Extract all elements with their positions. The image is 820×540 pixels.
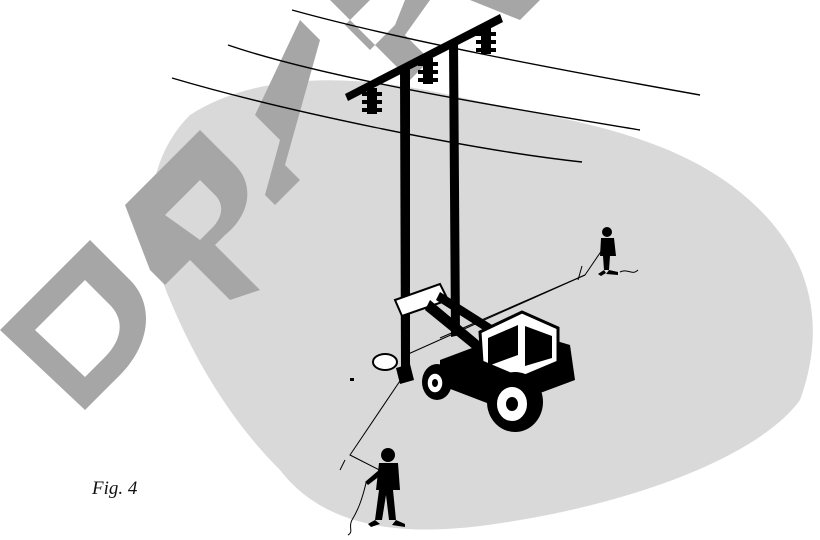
guy-ropes bbox=[339, 249, 603, 479]
guy-rope-icon bbox=[339, 459, 346, 471]
insulator-icon bbox=[362, 88, 382, 114]
lineman-icon bbox=[347, 448, 405, 536]
insulator-icon bbox=[418, 58, 438, 84]
power-lines bbox=[171, 9, 701, 163]
insulator-icon bbox=[476, 28, 496, 54]
figure-caption: Fig. 4 bbox=[92, 478, 138, 499]
guy-rope-icon bbox=[405, 274, 586, 356]
debris bbox=[350, 378, 354, 381]
insulators bbox=[362, 28, 496, 114]
power-line-icon bbox=[291, 9, 701, 96]
tractor-loader-icon bbox=[393, 282, 575, 432]
power-line-icon bbox=[171, 77, 583, 163]
pole-base bbox=[372, 353, 414, 384]
power-line-icon bbox=[227, 44, 641, 131]
lineman-icon bbox=[598, 227, 639, 276]
guy-rope-icon bbox=[577, 265, 583, 281]
ground-area bbox=[151, 80, 813, 530]
